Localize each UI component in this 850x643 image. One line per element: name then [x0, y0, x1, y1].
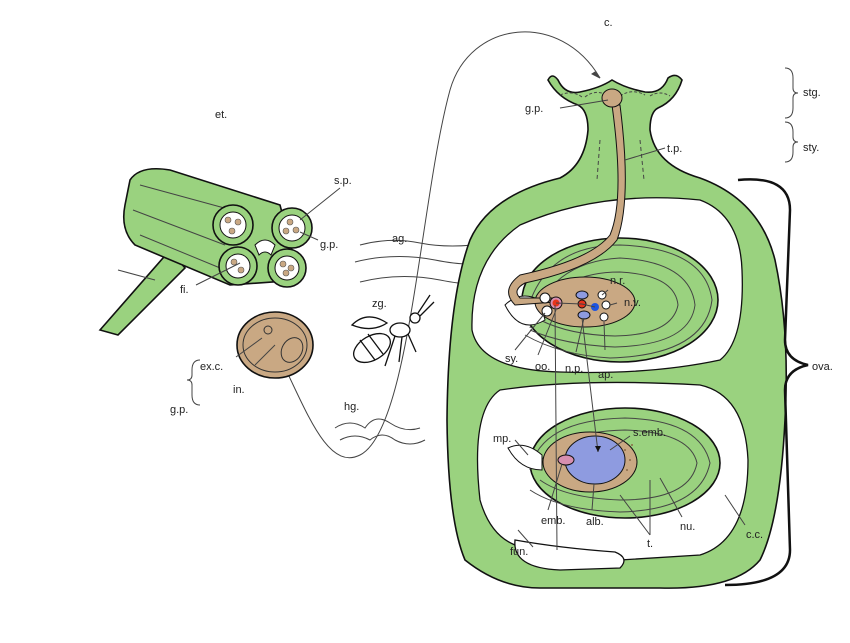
stamen: [98, 167, 313, 336]
label-in: in.: [233, 384, 245, 396]
label-hg: hg.: [344, 401, 359, 413]
label-ova: ova.: [812, 361, 833, 373]
label-fi: fi.: [180, 284, 189, 296]
label-cc: c.c.: [746, 529, 763, 541]
label-emb: emb.: [541, 515, 565, 527]
embryo: [557, 454, 575, 466]
label-tp: t.p.: [667, 143, 682, 155]
label-mp: mp.: [493, 433, 511, 445]
label-c: c.: [604, 17, 613, 29]
label-np: n.p.: [565, 363, 583, 375]
leader-lines: [117, 99, 746, 548]
label-zg: zg.: [372, 298, 387, 310]
arrow-head-icon: [591, 71, 601, 79]
label-nv: n.v.: [624, 297, 641, 309]
label-alb: alb.: [586, 516, 604, 528]
label-nr: n.r.: [610, 275, 625, 287]
label-sy: sy.: [505, 353, 518, 365]
bee-icon: [350, 294, 435, 367]
label-gp-anther: g.p.: [320, 239, 338, 251]
label-stg: stg.: [803, 87, 821, 99]
label-exc: ex.c.: [200, 361, 223, 373]
label-nu: nu.: [680, 521, 695, 533]
label-sp: s.p.: [334, 175, 352, 187]
label-gp-stigma: g.p.: [525, 103, 543, 115]
label-sty: sty.: [803, 142, 819, 154]
style-bracket: [784, 121, 799, 163]
germinated-pollen: [601, 88, 623, 108]
label-ag: ag.: [392, 233, 407, 245]
filament: [98, 248, 187, 336]
pistil: [446, 74, 788, 589]
ovary-bracket: [724, 178, 809, 587]
label-oo: oo.: [535, 361, 550, 373]
label-et: et.: [215, 109, 227, 121]
label-gp-grain: g.p.: [170, 404, 188, 416]
label-t: t.: [647, 538, 653, 550]
label-ap: ap.: [598, 369, 613, 381]
anther-body: [122, 167, 302, 286]
grain-bracket: [186, 359, 201, 406]
stigma-bracket: [784, 67, 799, 119]
water-waves: [334, 418, 426, 445]
label-semb: s.emb.: [633, 427, 666, 439]
label-fun: fun.: [510, 546, 528, 558]
pollen-path-arrow: [286, 31, 601, 458]
